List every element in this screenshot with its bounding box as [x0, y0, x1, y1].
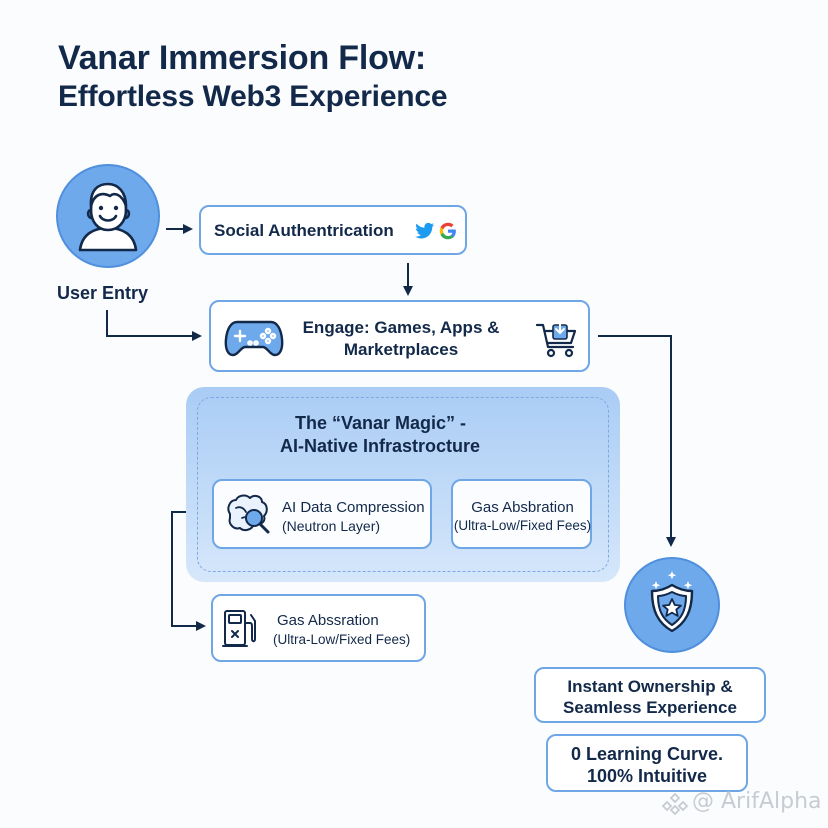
- gas-absbration-card[interactable]: Gas Absbration (Ultra-Low/Fixed Fees): [451, 479, 592, 549]
- watermark-logo-icon: [661, 792, 689, 816]
- learning-curve-label: 0 Learning Curve. 100% Intuitive: [548, 743, 746, 787]
- page-title: Vanar Immersion Flow: Effortless Web3 Ex…: [58, 38, 448, 116]
- vanar-magic-line-1: The “Vanar Magic” -: [295, 413, 467, 433]
- arrow-entry-to-engage: [106, 310, 202, 341]
- learning-curve-box[interactable]: 0 Learning Curve. 100% Intuitive: [546, 734, 748, 792]
- user-entry-label: User Entry: [57, 283, 149, 303]
- fuel-pump-icon: [222, 610, 256, 647]
- shield-star-icon: [650, 571, 694, 633]
- arrow-engage-to-ownership: [598, 335, 676, 547]
- engage-box[interactable]: Engage: Games, Apps & Marketrplaces: [209, 300, 590, 372]
- social-auth-box[interactable]: Social Authentrication: [199, 205, 467, 255]
- vanar-magic-title: The “Vanar Magic” - AI-Native Infrastroc…: [280, 412, 540, 458]
- ai-compression-title: AI Data Compression: [282, 499, 425, 516]
- learning-line-2: 100% Intuitive: [586, 766, 708, 786]
- brain-search-icon: [227, 494, 270, 534]
- gas-abssration-title: Gas Abssration: [277, 612, 379, 629]
- gamepad-icon: [224, 320, 284, 357]
- gas-absbration-subtitle: (Ultra-Low/Fixed Fees): [453, 518, 592, 533]
- social-auth-label: Social Authentrication: [214, 221, 394, 240]
- ownership-line-1: Instant Ownership &: [567, 677, 733, 696]
- shopping-cart-icon: [535, 320, 577, 358]
- title-line-2: Effortless Web3 Experience: [58, 80, 448, 113]
- ai-compression-card[interactable]: AI Data Compression (Neutron Layer): [212, 479, 432, 549]
- engage-label: Engage: Games, Apps & Marketrplaces: [291, 317, 511, 361]
- title-line-1: Vanar Immersion Flow:: [58, 39, 427, 77]
- ownership-line-2: Seamless Experience: [563, 698, 737, 717]
- gas-abssration-card[interactable]: Gas Abssration (Ultra-Low/Fixed Fees): [211, 594, 426, 662]
- twitter-icon: [415, 222, 435, 239]
- engage-line-2: Marketrplaces: [343, 340, 459, 359]
- google-icon: [439, 222, 456, 240]
- ai-compression-subtitle: (Neutron Layer): [282, 518, 381, 534]
- user-avatar: [56, 164, 160, 268]
- ownership-badge: [624, 557, 720, 653]
- ownership-label: Instant Ownership & Seamless Experience: [536, 676, 764, 718]
- user-avatar-icon: [78, 182, 138, 252]
- learning-line-1: 0 Learning Curve.: [570, 744, 724, 764]
- engage-line-1: Engage: Games, Apps &: [302, 318, 500, 337]
- vanar-magic-line-2: AI-Native Infrastrocture: [280, 436, 481, 456]
- gas-abssration-subtitle: (Ultra-Low/Fixed Fees): [273, 632, 411, 647]
- ownership-box[interactable]: Instant Ownership & Seamless Experience: [534, 667, 766, 723]
- watermark-text: @ ArifAlpha: [692, 789, 822, 814]
- gas-absbration-title: Gas Absbration: [471, 499, 574, 516]
- vanar-magic-dashed-border: [197, 397, 609, 572]
